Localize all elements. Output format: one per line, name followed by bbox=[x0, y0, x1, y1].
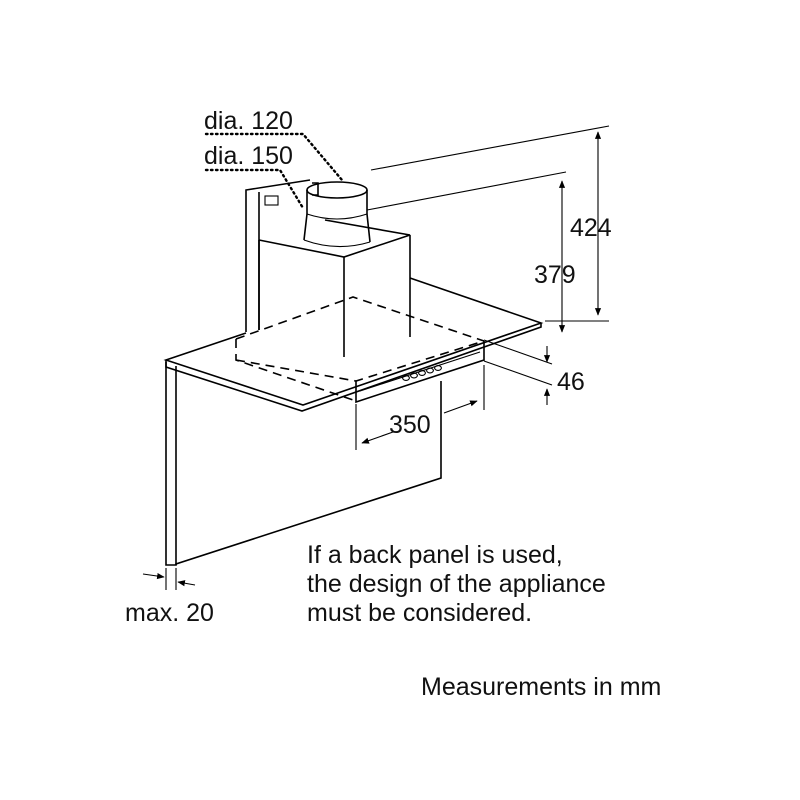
control-buttons bbox=[402, 365, 442, 381]
label-424: 424 bbox=[570, 214, 612, 242]
label-dia-150: dia. 150 bbox=[204, 142, 293, 170]
exhaust-duct bbox=[303, 181, 371, 248]
label-46: 46 bbox=[557, 368, 585, 396]
back-panel bbox=[165, 362, 442, 566]
label-dia-120: dia. 120 bbox=[204, 107, 293, 135]
dimension-379 bbox=[366, 171, 567, 333]
dimension-max-20 bbox=[142, 568, 196, 590]
wall-bracket bbox=[245, 179, 311, 332]
back-panel-note: If a back panel is used, the design of t… bbox=[307, 541, 606, 628]
note-line-1: If a back panel is used, bbox=[307, 541, 563, 569]
glass-canopy bbox=[163, 277, 544, 412]
note-line-3: must be considered. bbox=[307, 599, 533, 627]
dimension-424 bbox=[370, 125, 610, 322]
dimension-350 bbox=[355, 365, 485, 450]
label-max-20: max. 20 bbox=[125, 599, 214, 627]
diameter-leaders bbox=[204, 132, 344, 210]
dimension-46 bbox=[483, 339, 553, 405]
units-note: Measurements in mm bbox=[421, 673, 662, 701]
note-line-2: the design of the appliance bbox=[307, 570, 606, 598]
chimney-box bbox=[258, 219, 411, 357]
label-350: 350 bbox=[389, 411, 431, 439]
label-379: 379 bbox=[534, 261, 576, 289]
